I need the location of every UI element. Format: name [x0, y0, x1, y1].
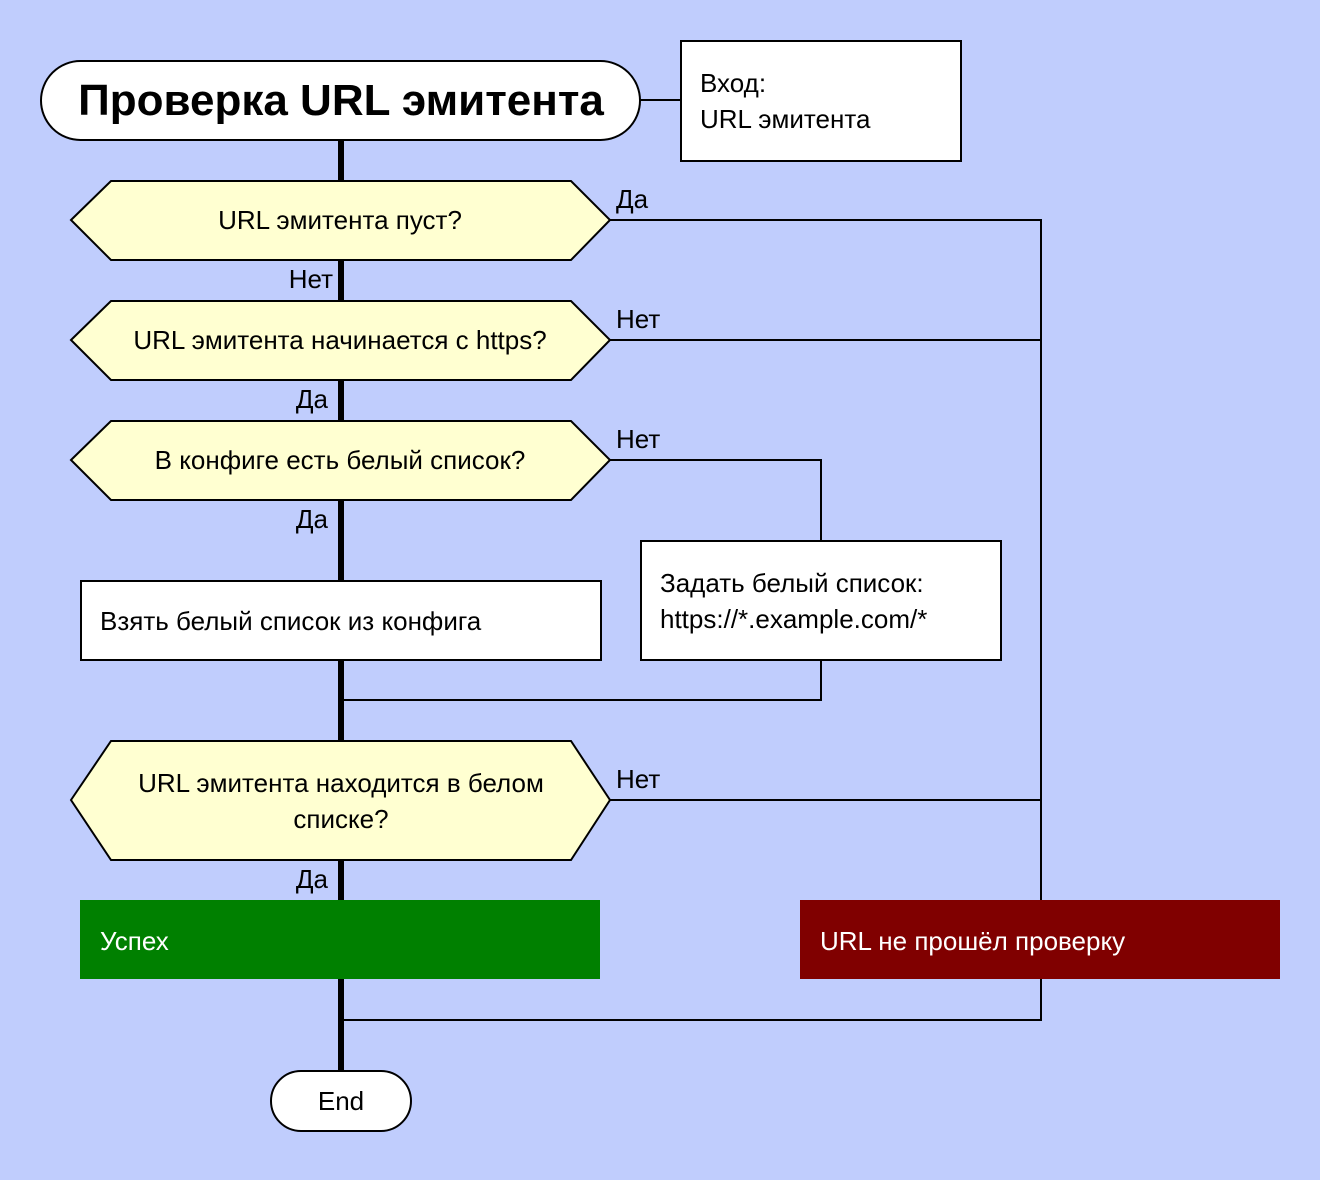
edge-failure-merge — [341, 979, 1042, 1021]
label-d3-no: Нет — [616, 424, 660, 454]
result-success — [80, 900, 600, 979]
connector-lines — [341, 99, 1042, 1021]
label-d4-yes: Да — [296, 864, 329, 894]
edge-set-whitelist-merge — [341, 660, 822, 701]
decision-url-empty-text: URL эмитента пуст? — [218, 205, 462, 235]
label-d2-yes: Да — [296, 384, 329, 414]
end-text: End — [318, 1086, 364, 1116]
decision-config-whitelist — [69, 420, 612, 501]
decision-url-empty — [69, 180, 612, 261]
result-failure-text: URL не прошёл проверку — [820, 926, 1125, 956]
edge-labels: Да Нет Нет Да Нет Да Нет Да — [289, 184, 661, 894]
end-terminal — [270, 1070, 412, 1132]
decision-starts-https-text: URL эмитента начинается с https? — [133, 325, 546, 355]
label-d3-yes: Да — [296, 504, 329, 534]
decision-in-whitelist-text-line2: списке? — [293, 804, 388, 834]
decision-starts-https — [69, 300, 612, 381]
label-d1-yes: Да — [616, 184, 649, 214]
process-set-whitelist-value: https://*.example.com/* — [660, 604, 927, 634]
input-label: Вход: — [700, 68, 766, 98]
process-take-whitelist-text: Взять белый список из конфига — [100, 606, 482, 636]
edge-d1-yes — [610, 219, 1042, 900]
decision-config-whitelist-text: В конфиге есть белый список? — [155, 445, 526, 475]
input-value: URL эмитента — [700, 104, 871, 134]
title-text: Проверка URL эмитента — [78, 76, 604, 125]
process-set-whitelist — [640, 540, 1002, 661]
label-d1-no: Нет — [289, 264, 333, 294]
input-box — [680, 40, 962, 162]
title-terminal — [40, 60, 641, 141]
label-d2-no: Нет — [616, 304, 660, 334]
result-success-text: Успех — [100, 926, 169, 956]
process-set-whitelist-text: Задать белый список: — [660, 568, 924, 598]
edge-d3-no — [610, 459, 822, 541]
process-take-whitelist — [80, 580, 602, 661]
result-failure — [800, 900, 1280, 979]
decision-in-whitelist — [69, 740, 612, 861]
label-d4-no: Нет — [616, 764, 660, 794]
decision-in-whitelist-text-line1: URL эмитента находится в белом — [138, 768, 544, 798]
